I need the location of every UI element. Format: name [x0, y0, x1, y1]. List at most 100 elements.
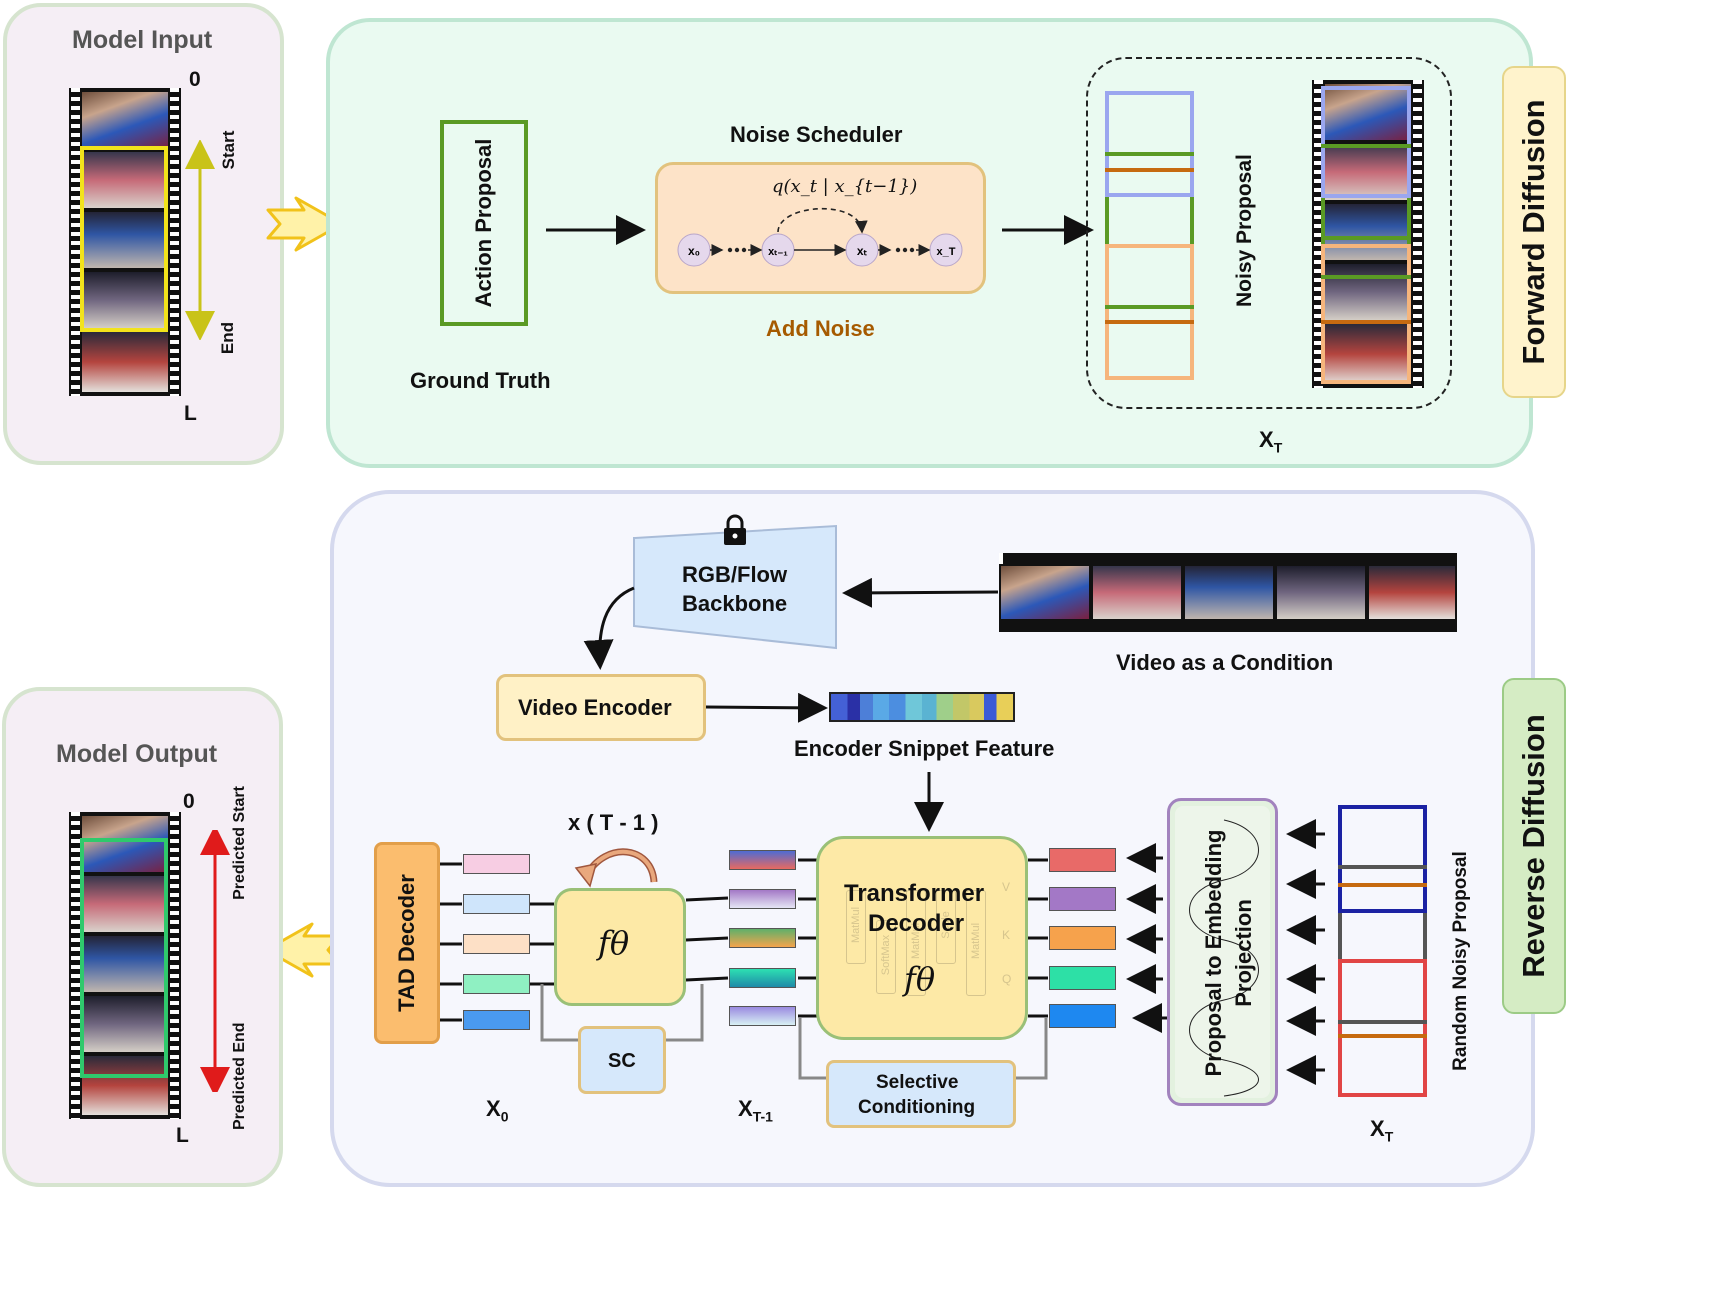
random-line — [1338, 883, 1427, 887]
transformer-label-line1: Transformer — [844, 880, 985, 907]
inner-block-label: MatMul — [850, 906, 862, 944]
projected-embedding — [1049, 926, 1116, 950]
transformer-f-theta: fθ — [904, 960, 936, 998]
reverse-diffusion-tab: Reverse Diffusion — [1502, 678, 1566, 1014]
inner-block-label: K — [1002, 928, 1011, 942]
node-label: x₀ — [688, 244, 700, 258]
video-frame — [82, 92, 168, 148]
video-frame — [82, 876, 168, 932]
x0-embedding — [463, 934, 530, 954]
attention-inner-block — [906, 890, 926, 996]
snippet-feature-label: Encoder Snippet Feature — [794, 736, 1055, 761]
input-start-end-arrow — [185, 140, 215, 340]
xt1-embedding — [729, 928, 796, 948]
video-encoder-label: Video Encoder — [518, 695, 672, 720]
xt1-label: XT-1 — [738, 1096, 773, 1125]
attention-inner-block — [846, 890, 866, 964]
inner-block-label: Q — [1002, 972, 1012, 986]
video-frame — [82, 212, 168, 268]
reverse-xt-label: XT — [1370, 1116, 1394, 1145]
model-input-title: Model Input — [72, 26, 213, 54]
input-to-forward-arrow — [266, 196, 344, 252]
inner-block-label: SoftMax — [880, 934, 892, 976]
tad-decoder-block — [374, 842, 440, 1044]
forward-xt-label: XT — [1259, 427, 1283, 456]
projection-wave — [1189, 819, 1259, 1097]
random-proposal-gap — [1338, 913, 1427, 959]
noisy-line — [1105, 152, 1194, 156]
noise-formula: q(x_t | x_{t−1}) — [772, 176, 918, 197]
output-start-end-arrow — [200, 830, 230, 1092]
random-line — [1338, 865, 1427, 869]
random-line — [1338, 1034, 1427, 1038]
model-output-title: Model Output — [56, 740, 218, 768]
forward-diffusion-tab: Forward Diffusion — [1502, 66, 1566, 398]
noisy-bar-green — [1105, 197, 1194, 244]
video-frame — [1093, 566, 1181, 619]
projected-embedding — [1049, 848, 1116, 872]
sc-label: SC — [608, 1050, 636, 1072]
noisy-proposal-region — [1086, 57, 1452, 409]
projection-inner — [1175, 806, 1270, 1098]
inner-block-label: V — [1002, 880, 1011, 894]
backbone-label-line1: RGB/Flow — [682, 562, 788, 587]
video-frame — [1325, 324, 1411, 384]
input-label-L: L — [184, 402, 197, 425]
x0-embedding — [463, 1010, 530, 1030]
transformer-decoder-block — [816, 836, 1028, 1040]
video-frame — [1277, 566, 1365, 619]
video-frame — [82, 996, 168, 1052]
f-theta-block — [554, 888, 686, 1006]
video-frame — [1325, 144, 1411, 200]
film-line — [1321, 320, 1411, 324]
noisy-film-strip — [1312, 80, 1424, 388]
sc-block — [578, 1026, 666, 1094]
noisy-line — [1105, 168, 1194, 172]
node-label: xₜ — [857, 244, 868, 258]
node-label: xₜ₋₁ — [768, 246, 788, 258]
ground-truth-label: Ground Truth — [410, 368, 551, 393]
x0-embedding — [463, 854, 530, 874]
transformer-label-line2: Decoder — [868, 910, 965, 937]
projected-embedding — [1049, 1004, 1116, 1028]
x0-embedding — [463, 894, 530, 914]
selective-conditioning-block — [826, 1060, 1016, 1128]
noise-scheduler-title: Noise Scheduler — [730, 122, 903, 147]
x0-embedding — [463, 974, 530, 994]
projection-label-line1: Proposal to Embedding — [1201, 829, 1226, 1077]
attention-inner-block — [876, 920, 896, 994]
selective-label-line1: Selective — [876, 1072, 959, 1093]
video-frame — [82, 272, 168, 328]
output-label-end: Predicted End — [231, 1022, 248, 1130]
video-frame — [1185, 566, 1273, 619]
projection-label-line2: Projection — [1231, 899, 1256, 1007]
noise-scheduler-box — [655, 162, 986, 294]
forward-arrows — [546, 215, 1094, 245]
video-frame — [1325, 264, 1411, 320]
video-condition-label: Video as a Condition — [1116, 650, 1334, 675]
input-gt-highlight — [80, 146, 168, 332]
random-line — [1338, 1020, 1427, 1024]
input-label-0: 0 — [189, 68, 201, 91]
backbone-block — [633, 524, 837, 650]
film-line — [1321, 144, 1411, 148]
random-noisy-label: Random Noisy Proposal — [1450, 851, 1471, 1071]
node-label: x_T — [937, 246, 956, 258]
inner-block-label: MatMul — [970, 922, 982, 960]
video-frame — [82, 936, 168, 992]
lock-icon — [724, 514, 746, 545]
noisy-bar-orange — [1105, 244, 1194, 380]
noisy-bar-blue — [1105, 91, 1194, 197]
projected-embedding — [1049, 887, 1116, 911]
loop-label: x ( T - 1 ) — [568, 810, 659, 835]
random-proposal-red — [1338, 959, 1427, 1097]
xt1-embedding — [729, 850, 796, 870]
video-frame — [82, 152, 168, 208]
film-line — [1321, 275, 1411, 279]
selective-label-line2: Conditioning — [858, 1097, 976, 1118]
video-frame — [1369, 566, 1455, 619]
video-frame — [82, 1056, 168, 1115]
input-film-strip — [69, 88, 181, 396]
output-label-start: Predicted Start — [231, 786, 248, 900]
